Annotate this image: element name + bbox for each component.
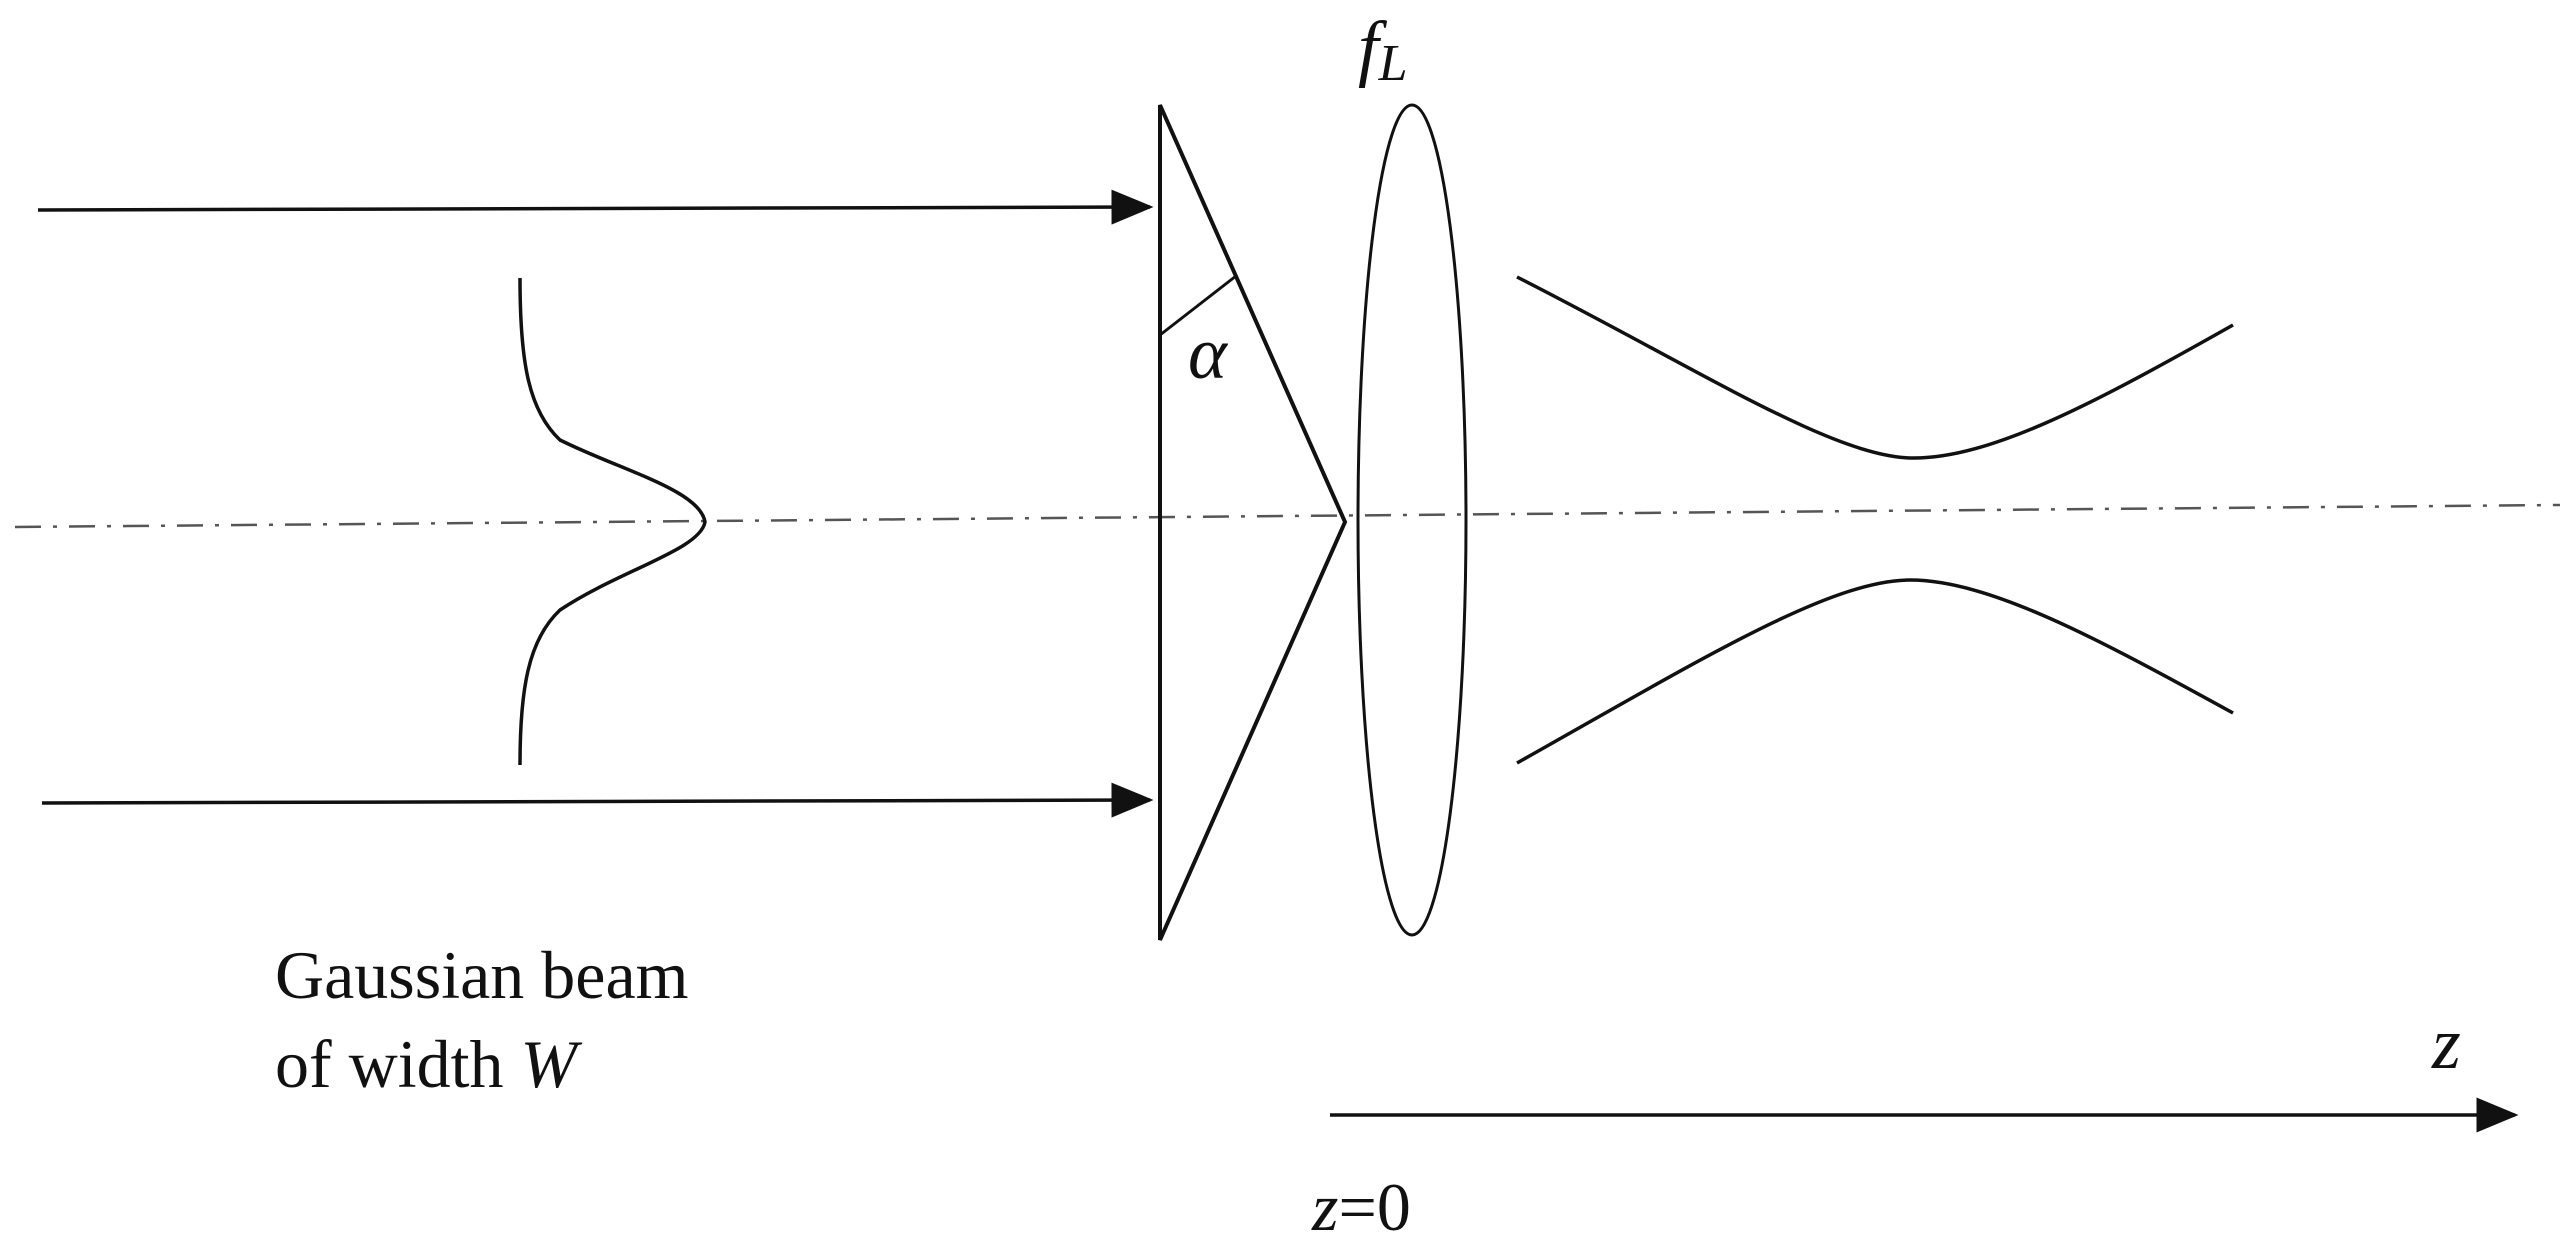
origin-symbol: z bbox=[1311, 1169, 1338, 1245]
gaussian-profile-curve bbox=[518, 277, 707, 766]
lens bbox=[1356, 103, 1468, 937]
origin-label: z=0 bbox=[1311, 1169, 1411, 1245]
lower-incident-ray bbox=[41, 782, 1154, 818]
beam-label-prefix: of width bbox=[275, 1026, 521, 1102]
beam-envelope-upper bbox=[1516, 275, 2234, 460]
axicon-angle-label: α bbox=[1188, 313, 1229, 395]
beam-label-line1: Gaussian beam bbox=[275, 937, 689, 1013]
axicon bbox=[1158, 104, 1348, 941]
z-axis-label: z bbox=[2431, 1003, 2461, 1085]
axicon-angle-marker bbox=[1159, 274, 1237, 337]
origin-value: =0 bbox=[1338, 1169, 1410, 1245]
beam-width-symbol: W bbox=[521, 1026, 583, 1102]
focal-subscript: L bbox=[1378, 35, 1408, 92]
upper-incident-ray bbox=[37, 189, 1154, 225]
lens-focal-label: fL bbox=[1358, 7, 1407, 92]
beam-envelope-lower bbox=[1516, 578, 2234, 765]
beam-label-line2: of width W bbox=[275, 1026, 583, 1102]
optical-axis bbox=[14, 503, 2561, 529]
